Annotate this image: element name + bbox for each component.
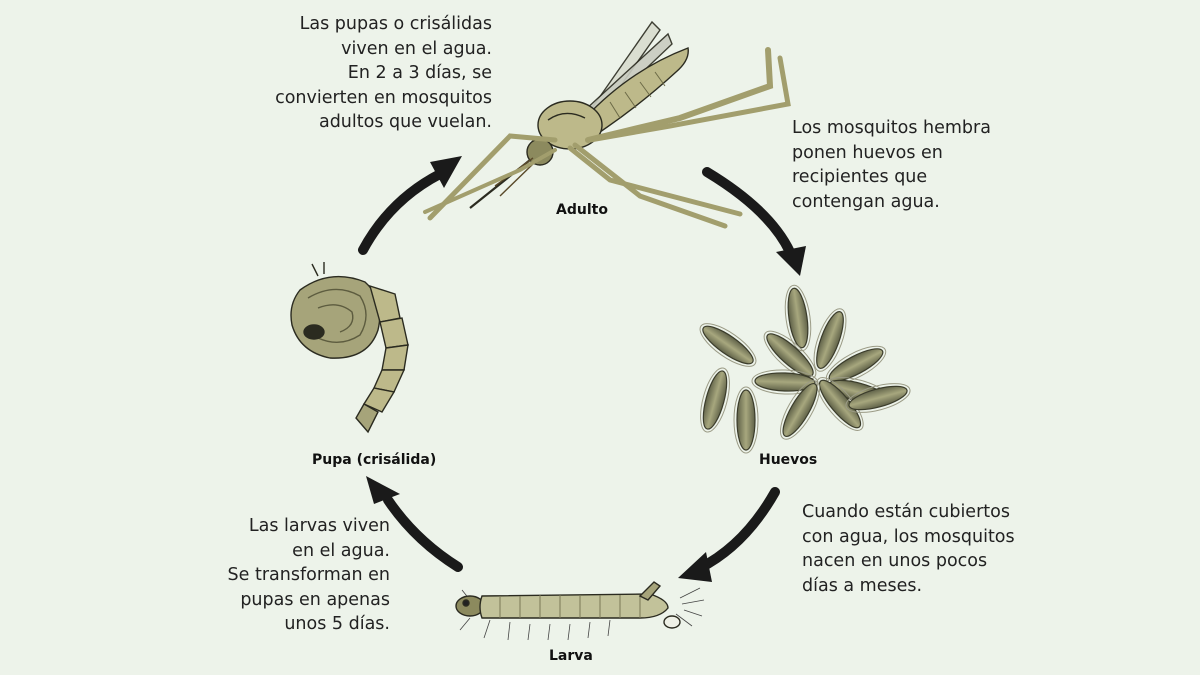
eggs-icon [693,283,914,454]
arrow-larva-to-pupa [366,476,463,572]
adulto-label: Adulto [556,202,608,218]
arrow-pupa-to-adulto [358,156,462,255]
adult-mosquito-icon [423,20,791,229]
huevos-description: Los mosquitos hembra ponen huevos en rec… [792,118,991,212]
pupa-label: Pupa (crisálida) [312,452,437,468]
larva-icon [455,581,705,641]
pupa-description: Las larvas viven en el agua. Se transfor… [227,516,390,634]
arrow-huevos-to-larva [678,487,780,582]
huevos-label: Huevos [759,452,818,468]
adulto-description: Las pupas o crisálidas viven en el agua.… [275,14,492,132]
pupa-icon [290,262,409,434]
arrow-adulto-to-huevos [702,167,806,276]
larva-description: Cuando están cubiertos con agua, los mos… [802,502,1015,596]
larva-label: Larva [549,648,593,664]
cycle-arrows [358,156,806,582]
